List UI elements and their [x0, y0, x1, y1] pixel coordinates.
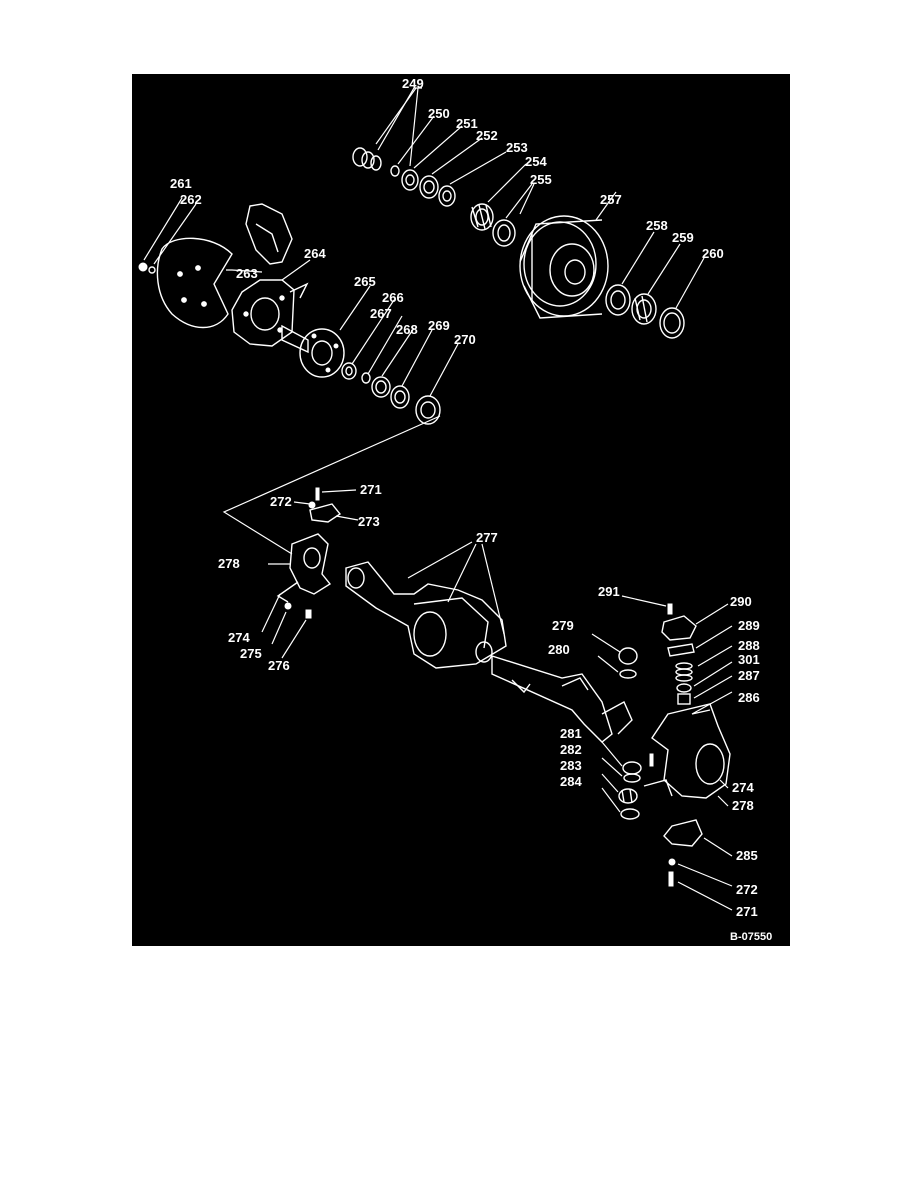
bolt-271 — [315, 487, 320, 501]
washer-250 — [390, 165, 400, 177]
callout-labels: 249 250 251 252 253 254 255 257 258 259 … — [170, 76, 772, 943]
hub-rotor-257 — [519, 215, 609, 319]
callout-290: 290 — [730, 594, 752, 609]
washer-267 — [361, 372, 371, 384]
callout-251: 251 — [456, 116, 478, 131]
callout-261: 261 — [170, 176, 192, 191]
callout-269: 269 — [428, 318, 450, 333]
callout-268: 268 — [396, 322, 418, 337]
ring-282 — [623, 773, 641, 783]
callout-260: 260 — [702, 246, 724, 261]
knuckle-286 — [643, 703, 731, 799]
ball-joint-285 — [663, 819, 703, 847]
leader-270-to-278 — [222, 415, 441, 555]
bolt-271-lower — [668, 871, 674, 887]
ball-joint-273 — [309, 503, 342, 523]
callout-280: 280 — [548, 642, 570, 657]
hub-seal-249 — [352, 147, 382, 171]
callout-278-right: 278 — [732, 798, 754, 813]
race-284 — [620, 808, 640, 820]
seat-301 — [676, 683, 692, 693]
caliper — [245, 203, 293, 265]
race-255 — [492, 219, 516, 247]
callout-270: 270 — [454, 332, 476, 347]
spindle-265 — [281, 324, 345, 378]
washer-280 — [619, 669, 637, 679]
callout-282: 282 — [560, 742, 582, 757]
stud-right — [649, 753, 654, 767]
callout-262: 262 — [180, 192, 202, 207]
callout-283: 283 — [560, 758, 582, 773]
bearing-266 — [341, 362, 357, 380]
bushing-279 — [618, 647, 638, 665]
callout-253: 253 — [506, 140, 528, 155]
callout-264: 264 — [304, 246, 326, 261]
callout-276: 276 — [268, 658, 290, 673]
seal-269 — [390, 385, 410, 409]
callout-267: 267 — [370, 306, 392, 321]
callout-273: 273 — [358, 514, 380, 529]
race-258 — [605, 284, 631, 316]
callout-278-left: 278 — [218, 556, 240, 571]
exploded-axle-diagram: 249 250 251 252 253 254 255 257 258 259 … — [132, 74, 790, 946]
shim-289 — [667, 643, 695, 657]
bearing-283 — [618, 788, 638, 804]
spring-288 — [675, 662, 693, 682]
shield-270 — [415, 395, 441, 425]
diagram-canvas: 249 250 251 252 253 254 255 257 258 259 … — [132, 74, 790, 946]
callout-275: 275 — [240, 646, 262, 661]
diagram-background — [132, 74, 790, 946]
callout-266: 266 — [382, 290, 404, 305]
splash-shield-263 — [156, 237, 233, 329]
callout-258: 258 — [646, 218, 668, 233]
callout-254: 254 — [525, 154, 547, 169]
callout-274-left: 274 — [228, 630, 250, 645]
callout-255: 255 — [530, 172, 552, 187]
nut-253 — [438, 185, 456, 207]
callout-279: 279 — [552, 618, 574, 633]
callout-263: 263 — [236, 266, 258, 281]
bushing-287 — [677, 693, 691, 705]
callout-272-lower: 272 — [736, 882, 758, 897]
bearing-259 — [631, 293, 657, 325]
callout-286: 286 — [738, 690, 760, 705]
bolt-276 — [305, 609, 312, 619]
callout-252: 252 — [476, 128, 498, 143]
callout-281: 281 — [560, 726, 582, 741]
callout-249: 249 — [402, 76, 424, 91]
callout-291: 291 — [598, 584, 620, 599]
callout-271: 271 — [360, 482, 382, 497]
knuckle-278-left — [276, 533, 332, 603]
figure-reference: B-07550 — [730, 931, 772, 943]
nut-275 — [284, 602, 292, 610]
callout-277: 277 — [476, 530, 498, 545]
race-268 — [371, 376, 391, 398]
callout-285: 285 — [736, 848, 758, 863]
washer-272-lower — [668, 858, 676, 866]
callout-301: 301 — [738, 652, 760, 667]
washer-272 — [308, 501, 316, 509]
callout-272: 272 — [270, 494, 292, 509]
ball-joint-290 — [661, 615, 697, 641]
callout-259: 259 — [672, 230, 694, 245]
bolt-291 — [667, 603, 673, 615]
callout-274-right: 274 — [732, 780, 754, 795]
callout-284: 284 — [560, 774, 582, 789]
washer-262 — [148, 266, 156, 274]
seal-260 — [659, 307, 685, 339]
bearing-254 — [470, 203, 494, 231]
callout-257: 257 — [600, 192, 622, 207]
callout-288: 288 — [738, 638, 760, 653]
nut-261 — [138, 262, 148, 272]
callout-287: 287 — [738, 668, 760, 683]
leader-lines — [143, 87, 733, 911]
ring-252 — [419, 175, 439, 199]
callout-250: 250 — [428, 106, 450, 121]
callout-265: 265 — [354, 274, 376, 289]
callout-271-lower: 271 — [736, 904, 758, 919]
ring-251 — [401, 169, 419, 191]
callout-289: 289 — [738, 618, 760, 633]
